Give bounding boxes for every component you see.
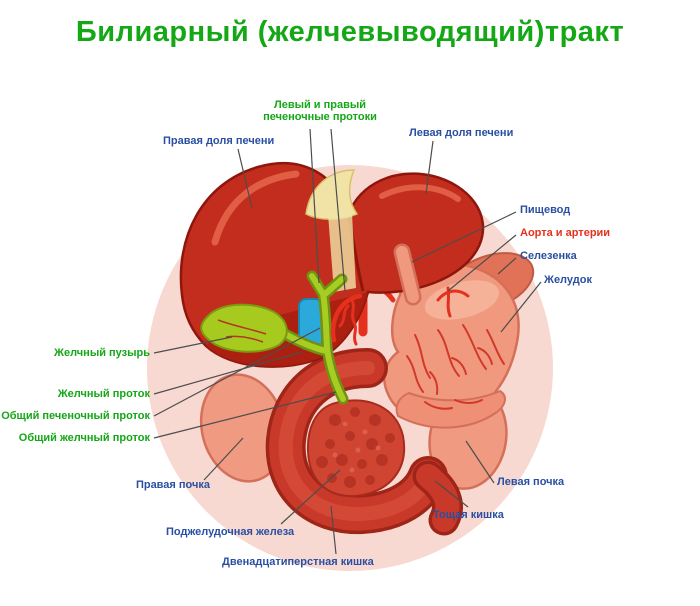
label-duodenum: Двенадцатиперстная кишка	[222, 556, 374, 568]
label-right-liver-lobe: Правая доля печени	[163, 135, 275, 147]
label-stomach: Желудок	[544, 274, 592, 286]
jejunum-shape	[412, 460, 463, 536]
label-esophagus: Пищевод	[520, 204, 571, 216]
page-title: Билиарный (желчевыводящий)тракт	[75, 16, 625, 48]
label-bile-duct: Желчный проток	[57, 388, 150, 400]
label-spleen: Селезенка	[520, 250, 577, 262]
esophagus-shape	[393, 243, 422, 306]
label-left-liver-lobe: Левая доля печени	[409, 127, 514, 139]
stomach-vessels	[406, 324, 505, 410]
duodenum-shape	[265, 348, 448, 535]
label-right-kidney: Правая почка	[135, 479, 210, 491]
label-common-hepatic-duct: Общий печеночный проток	[1, 410, 150, 422]
bile-ducts	[274, 270, 349, 405]
label-left-kidney: Левая почка	[497, 476, 565, 488]
label-jejunum: Тощая кишка	[433, 509, 504, 521]
label-gallbladder: Желчный пузырь	[54, 347, 150, 359]
label-hepatic-ducts: Левый и правый печеночные протоки	[263, 99, 377, 123]
label-common-bile-duct: Общий желчный проток	[18, 432, 150, 444]
leader-lines	[153, 128, 542, 555]
label-pancreas: Поджелудочная железа	[166, 526, 295, 538]
label-aorta-arteries: Аорта и артерии	[520, 227, 611, 239]
pancreas-tail-shape	[395, 389, 506, 429]
pancreas-head-shape	[306, 399, 406, 498]
gallbladder-shape	[200, 303, 288, 353]
hepatic-artery	[330, 286, 470, 346]
